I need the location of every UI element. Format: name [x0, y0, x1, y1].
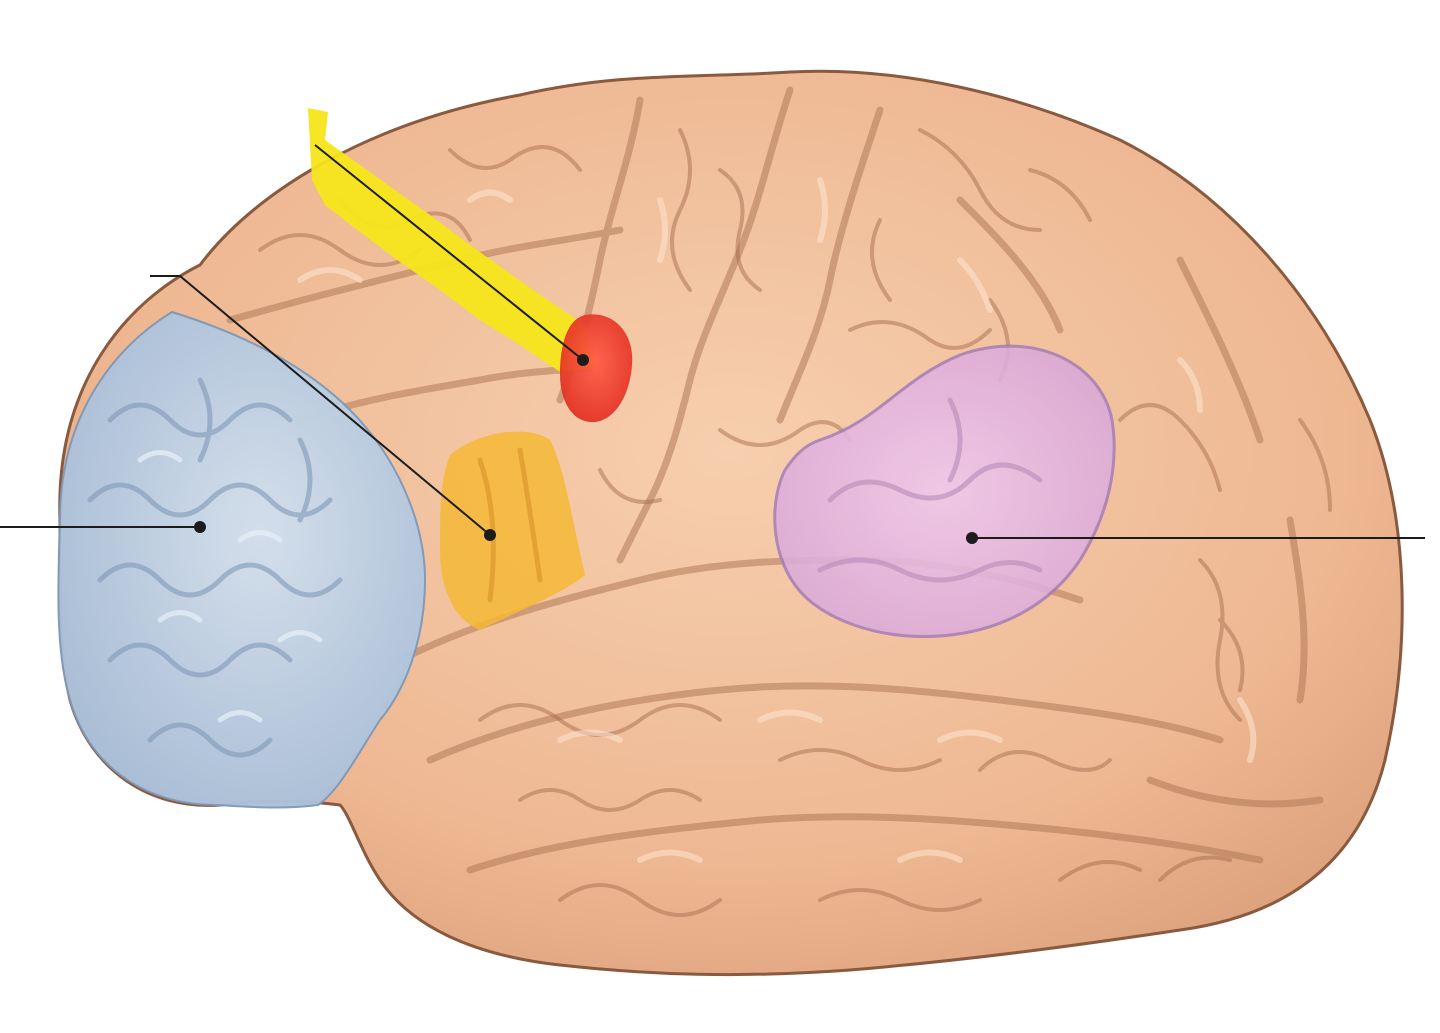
leader-line-red	[314, 144, 584, 361]
pink-region-folds	[817, 397, 1043, 583]
cortex-gyri	[226, 86, 1332, 917]
cortex-body	[58, 69, 1404, 977]
leader-dot-red	[577, 354, 589, 366]
leader-dot-orange	[484, 529, 496, 541]
orange-region	[440, 431, 585, 630]
prefrontal-folds	[87, 377, 343, 758]
leader-line-orange	[150, 275, 491, 536]
leader-dot-pink	[966, 532, 978, 544]
orange-region-folds	[477, 447, 543, 603]
red-region	[560, 314, 633, 423]
yellow-strip	[308, 108, 598, 372]
prefrontal-highlights	[137, 450, 323, 723]
leader-endpoints	[194, 354, 978, 544]
leader-lines	[0, 144, 1425, 539]
leader-dot-prefrontal	[194, 521, 206, 533]
